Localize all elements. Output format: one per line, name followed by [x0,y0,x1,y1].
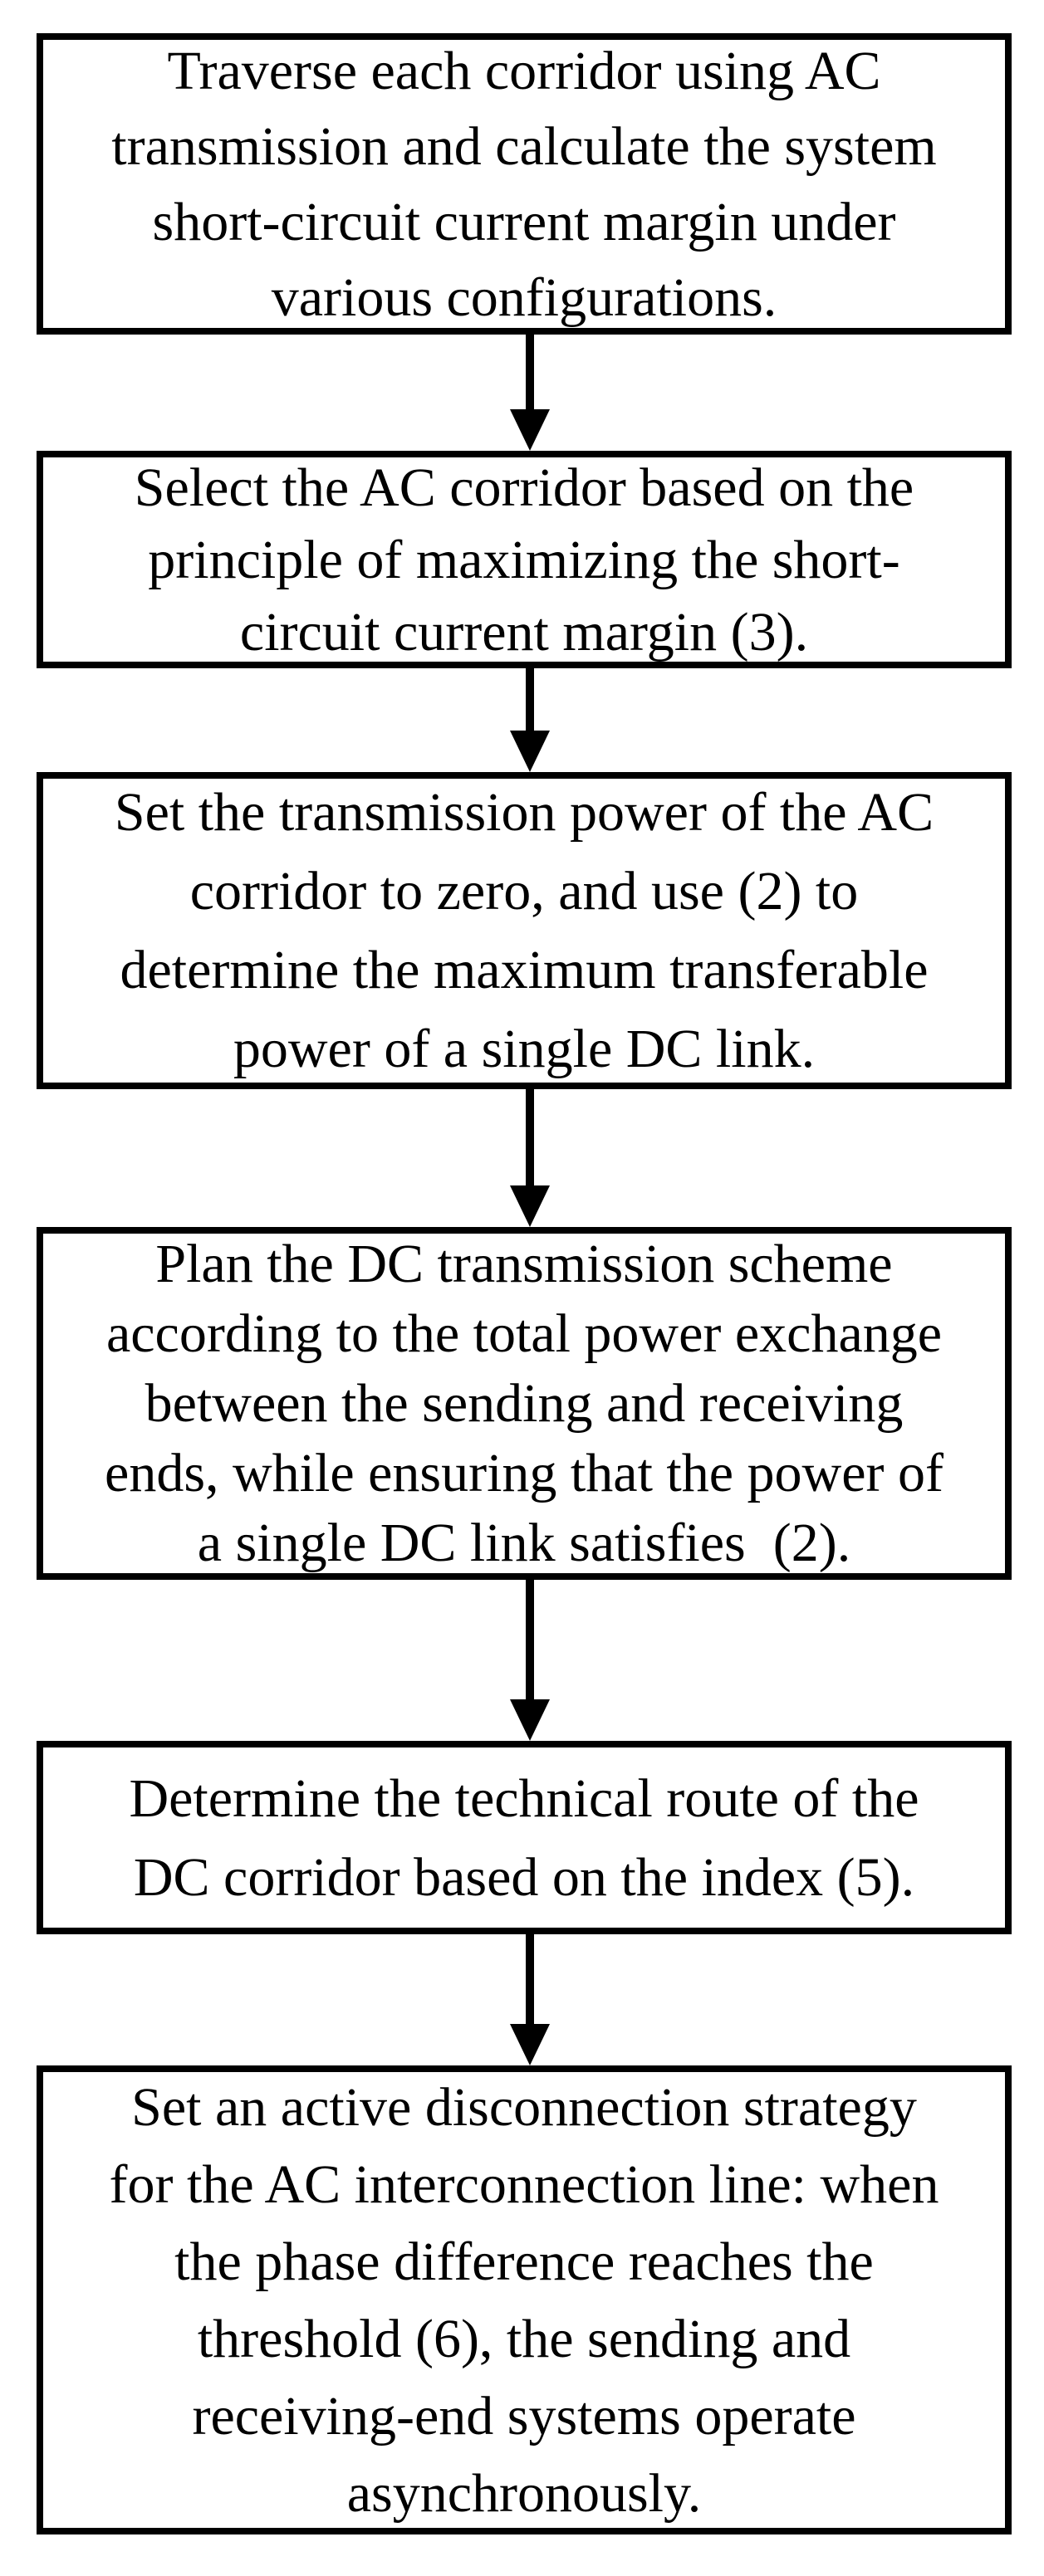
step-6-text-line: Set an active disconnection strategy [131,2076,917,2138]
step-6-text-line: for the AC interconnection line: when [109,2153,939,2215]
arrow-shaft [526,335,534,416]
step-6-text-line: asynchronously. [346,2462,702,2524]
step-2-text-line: principle of maximizing the short- [148,529,900,590]
arrow-down-icon [510,668,550,772]
arrow-down-icon [510,1580,550,1741]
arrow-head [510,1699,550,1741]
arrow-head [510,409,550,451]
arrow-shaft [526,668,534,737]
step-3-box: Set the transmission power of the AC cor… [37,772,1012,1089]
arrow-shaft [526,1580,534,1706]
step-2-box: Select the AC corridor based on the prin… [37,451,1012,668]
step-4-text-line: a single DC link satisfies (2). [197,1512,851,1573]
arrow-head [510,731,550,772]
step-3-text-line: Set the transmission power of the AC [114,782,934,843]
arrow-shaft [526,1934,534,2031]
arrow-down-icon [510,1089,550,1227]
arrow-head [510,2024,550,2065]
step-6-box: Set an active disconnection strategy for… [37,2065,1012,2534]
step-3-text-line: determine the maximum transferable [120,940,929,1000]
arrow-shaft [526,1089,534,1192]
arrow-head [510,1185,550,1227]
step-4-box: Plan the DC transmission scheme accordin… [37,1227,1012,1580]
step-5-text-line: DC corridor based on the index (5). [133,1846,915,1908]
step-1-text-line: Traverse each corridor using AC [167,40,881,101]
step-5-text-line: Determine the technical route of the [129,1767,919,1829]
step-1-text-line: various configurations. [271,266,777,328]
step-6-text-line: threshold (6), the sending and [197,2308,851,2369]
step-4-text-line: according to the total power exchange [105,1303,943,1364]
step-4-text-line: Plan the DC transmission scheme [155,1233,893,1294]
step-4-text-line: ends, while ensuring that the power of [105,1442,944,1503]
step-1-text-line: short-circuit current margin under [152,191,896,252]
step-1-text-line: transmission and calculate the system [111,115,937,177]
arrow-down-icon [510,335,550,451]
arrow-down-icon [510,1934,550,2065]
step-6-text-line: the phase difference reaches the [174,2231,874,2292]
step-5-box: Determine the technical route of the DC … [37,1741,1012,1934]
step-1-box: Traverse each corridor using AC transmis… [37,33,1012,335]
step-6-text-line: receiving-end systems operate [192,2385,856,2446]
step-3-text-line: corridor to zero, and use (2) to [189,861,859,921]
step-2-text-line: circuit current margin (3). [239,601,809,662]
step-3-text-line: power of a single DC link. [233,1019,816,1079]
step-4-text-line: between the sending and receiving [145,1372,904,1434]
step-2-text-line: Select the AC corridor based on the [134,457,914,518]
